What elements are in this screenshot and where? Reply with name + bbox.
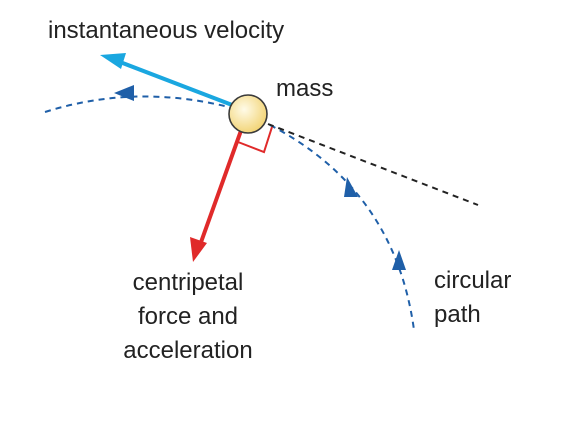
velocity-arrowhead — [100, 53, 126, 69]
force-arrowhead — [190, 237, 207, 262]
path-direction-arrowhead-left — [114, 85, 134, 101]
path-label-line-1: circular — [434, 267, 511, 294]
path-label-line-2: path — [434, 301, 481, 328]
force-label-line-2: force and — [138, 303, 238, 330]
velocity-label: instantaneous velocity — [48, 17, 284, 44]
mass-ball — [228, 94, 268, 134]
path-direction-arrowhead-right-upper — [344, 177, 358, 197]
tangent-extension-line — [267, 123, 479, 206]
velocity-arrow-shaft — [119, 60, 241, 110]
path-direction-arrowhead-right-lower — [392, 250, 406, 270]
circular-path-left — [44, 95, 241, 113]
force-arrow-shaft — [198, 124, 245, 246]
force-label-line-1: centripetal — [133, 269, 244, 296]
circular-path-right — [269, 124, 415, 331]
mass-label: mass — [276, 75, 333, 102]
force-label-line-3: acceleration — [123, 337, 252, 364]
right-angle-marker — [237, 126, 273, 154]
